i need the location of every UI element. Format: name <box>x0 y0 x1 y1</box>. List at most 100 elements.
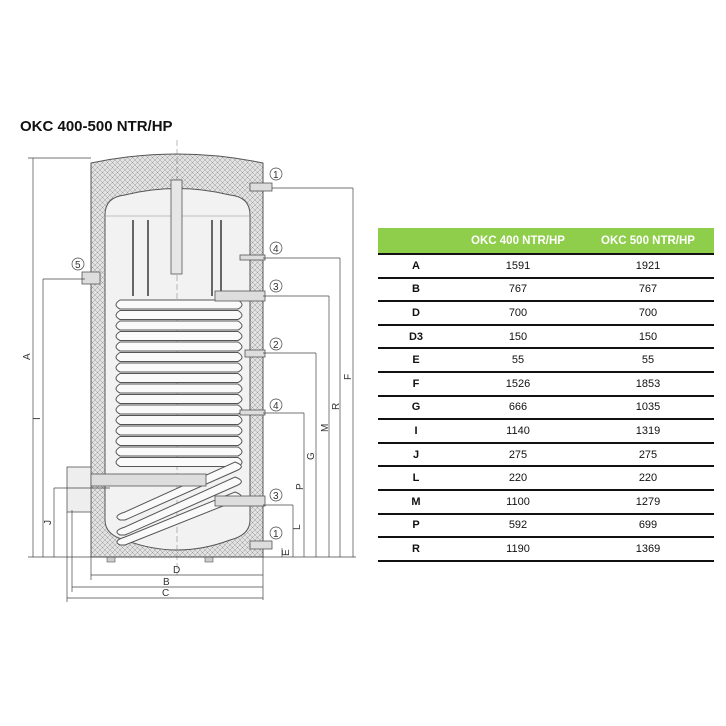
svg-text:4: 4 <box>273 244 279 255</box>
heat-exchanger-coil <box>115 299 243 546</box>
coil-turn <box>115 299 243 310</box>
okc500-value: 699 <box>582 513 714 539</box>
coil-turn <box>115 331 243 341</box>
dimension-key: F <box>378 371 454 397</box>
dim-label-g: G <box>306 452 317 460</box>
marker-4-lower: 4 <box>269 398 283 412</box>
okc400-value: 275 <box>454 442 582 468</box>
coil-turn <box>115 373 243 383</box>
dimension-key: M <box>378 489 454 515</box>
svg-text:4: 4 <box>273 401 279 412</box>
okc500-value: 1853 <box>582 371 714 397</box>
okc500-value: 700 <box>582 301 714 326</box>
okc500-value: 150 <box>582 324 714 350</box>
svg-text:3: 3 <box>273 491 279 502</box>
coil-turn <box>115 425 243 436</box>
marker-3-upper: 3 <box>269 279 283 293</box>
dimension-key: G <box>378 395 454 421</box>
dimension-key: A <box>378 254 454 279</box>
coil-turn <box>115 436 243 446</box>
dim-label-f: F <box>343 374 354 380</box>
marker-3-lower: 3 <box>269 488 283 502</box>
marker-5: 5 <box>71 257 85 271</box>
dim-label-b: B <box>163 577 170 588</box>
dimension-key: P <box>378 513 454 539</box>
flange <box>66 466 92 513</box>
svg-text:1: 1 <box>273 170 279 181</box>
okc500-value: 767 <box>582 277 714 303</box>
coil-turn <box>115 320 243 331</box>
coil-turn <box>115 415 243 425</box>
svg-text:3: 3 <box>273 282 279 293</box>
okc500-value: 275 <box>582 442 714 468</box>
coil-turn <box>115 394 243 404</box>
dimension-key: D3 <box>378 324 454 350</box>
coil-turn <box>115 383 243 394</box>
dim-label-l: L <box>292 524 303 530</box>
dim-label-j: J <box>43 520 54 525</box>
coil-turn-lower <box>116 476 242 536</box>
okc400-value: 700 <box>454 301 582 326</box>
okc400-value: 767 <box>454 277 582 303</box>
okc400-value: 150 <box>454 324 582 350</box>
dimension-key: R <box>378 537 454 562</box>
svg-text:1: 1 <box>273 529 279 540</box>
coil-turn <box>115 310 243 320</box>
dim-label-e: E <box>281 549 292 556</box>
page-title: OKC 400-500 NTR/HP <box>20 118 173 135</box>
marker-2: 2 <box>269 337 283 351</box>
okc400-value: 1591 <box>454 254 582 279</box>
dim-label-p: P <box>295 483 306 490</box>
coil-turn <box>115 404 243 415</box>
dimension-key: B <box>378 277 454 303</box>
dimension-key: J <box>378 442 454 468</box>
okc400-value: 55 <box>454 348 582 373</box>
coil-turn <box>115 352 243 362</box>
okc400-value: 1526 <box>454 371 582 397</box>
tank-diagram: A I J D B C E L P G M R F 1 4 3 2 4 3 1 … <box>22 140 356 602</box>
dimension-labels: A I J D B C E L P G M R F <box>22 353 354 599</box>
connection-markers: 1 4 3 2 4 3 1 5 <box>71 167 283 540</box>
dim-label-m: M <box>320 424 331 432</box>
okc500-value: 55 <box>582 348 714 373</box>
coil-turn <box>115 362 243 373</box>
marker-4-upper: 4 <box>269 241 283 255</box>
coil-turn <box>115 341 243 352</box>
okc400-value: 1140 <box>454 419 582 444</box>
dimension-key: L <box>378 466 454 491</box>
header-key <box>378 228 454 255</box>
svg-text:2: 2 <box>273 340 279 351</box>
okc400-value: 1100 <box>454 489 582 515</box>
dim-label-i: I <box>32 417 43 420</box>
okc400-value: 1190 <box>454 537 582 562</box>
dimension-key: I <box>378 419 454 444</box>
okc500-value: 1921 <box>582 254 714 279</box>
marker-1-bottom: 1 <box>269 526 283 540</box>
header-okc500: OKC 500 NTR/HP <box>582 228 714 255</box>
anode-rod <box>170 179 183 275</box>
okc500-value: 1319 <box>582 419 714 444</box>
okc400-value: 220 <box>454 466 582 491</box>
dim-label-r: R <box>331 403 342 410</box>
dim-label-c: C <box>162 588 169 599</box>
dimension-key: E <box>378 348 454 373</box>
okc500-value: 220 <box>582 466 714 491</box>
coil-turn-lower <box>116 461 242 521</box>
coil-turn <box>115 446 243 457</box>
svg-text:5: 5 <box>75 260 81 271</box>
okc500-value: 1369 <box>582 537 714 562</box>
dim-label-a: A <box>22 353 33 360</box>
dimension-key: D <box>378 301 454 326</box>
